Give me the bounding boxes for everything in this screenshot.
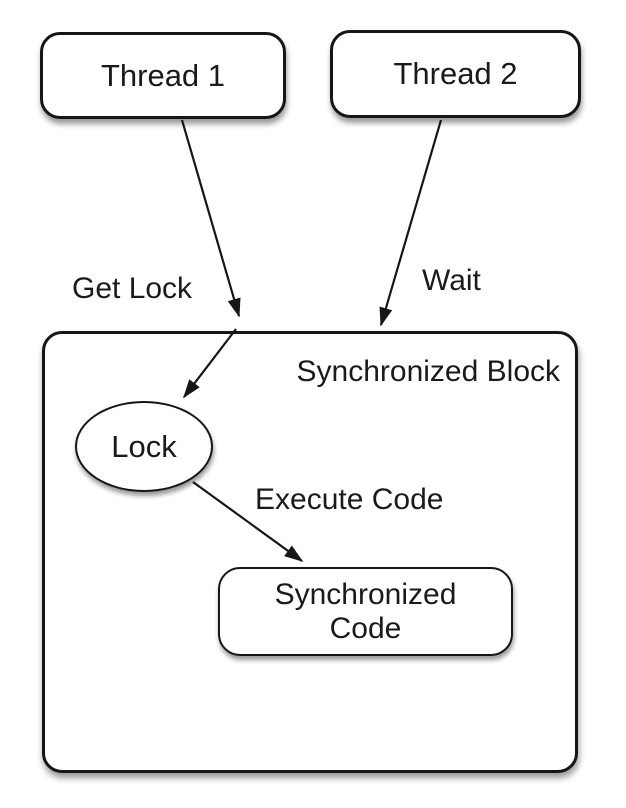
synchronized-code-label-line2: Code: [329, 611, 402, 645]
get-lock-edge-label: Get Lock: [72, 272, 193, 305]
synchronized-code-label-line1: Synchronized: [274, 577, 457, 611]
lock-node: Lock: [75, 401, 213, 492]
synchronized-block-label: Synchronized Block: [296, 355, 560, 388]
wait-edge-label: Wait: [422, 264, 481, 297]
synchronized-block-node: Synchronized Block: [42, 331, 578, 773]
thread2-node: Thread 2: [330, 30, 581, 118]
thread2-label: Thread 2: [393, 56, 518, 91]
thread1-label: Thread 1: [100, 57, 226, 93]
execute-code-edge-label: Execute Code: [255, 483, 444, 516]
thread1-node: Thread 1: [40, 32, 286, 119]
synchronized-code-node: Synchronized Code: [218, 567, 513, 656]
lock-label: Lock: [111, 428, 177, 464]
